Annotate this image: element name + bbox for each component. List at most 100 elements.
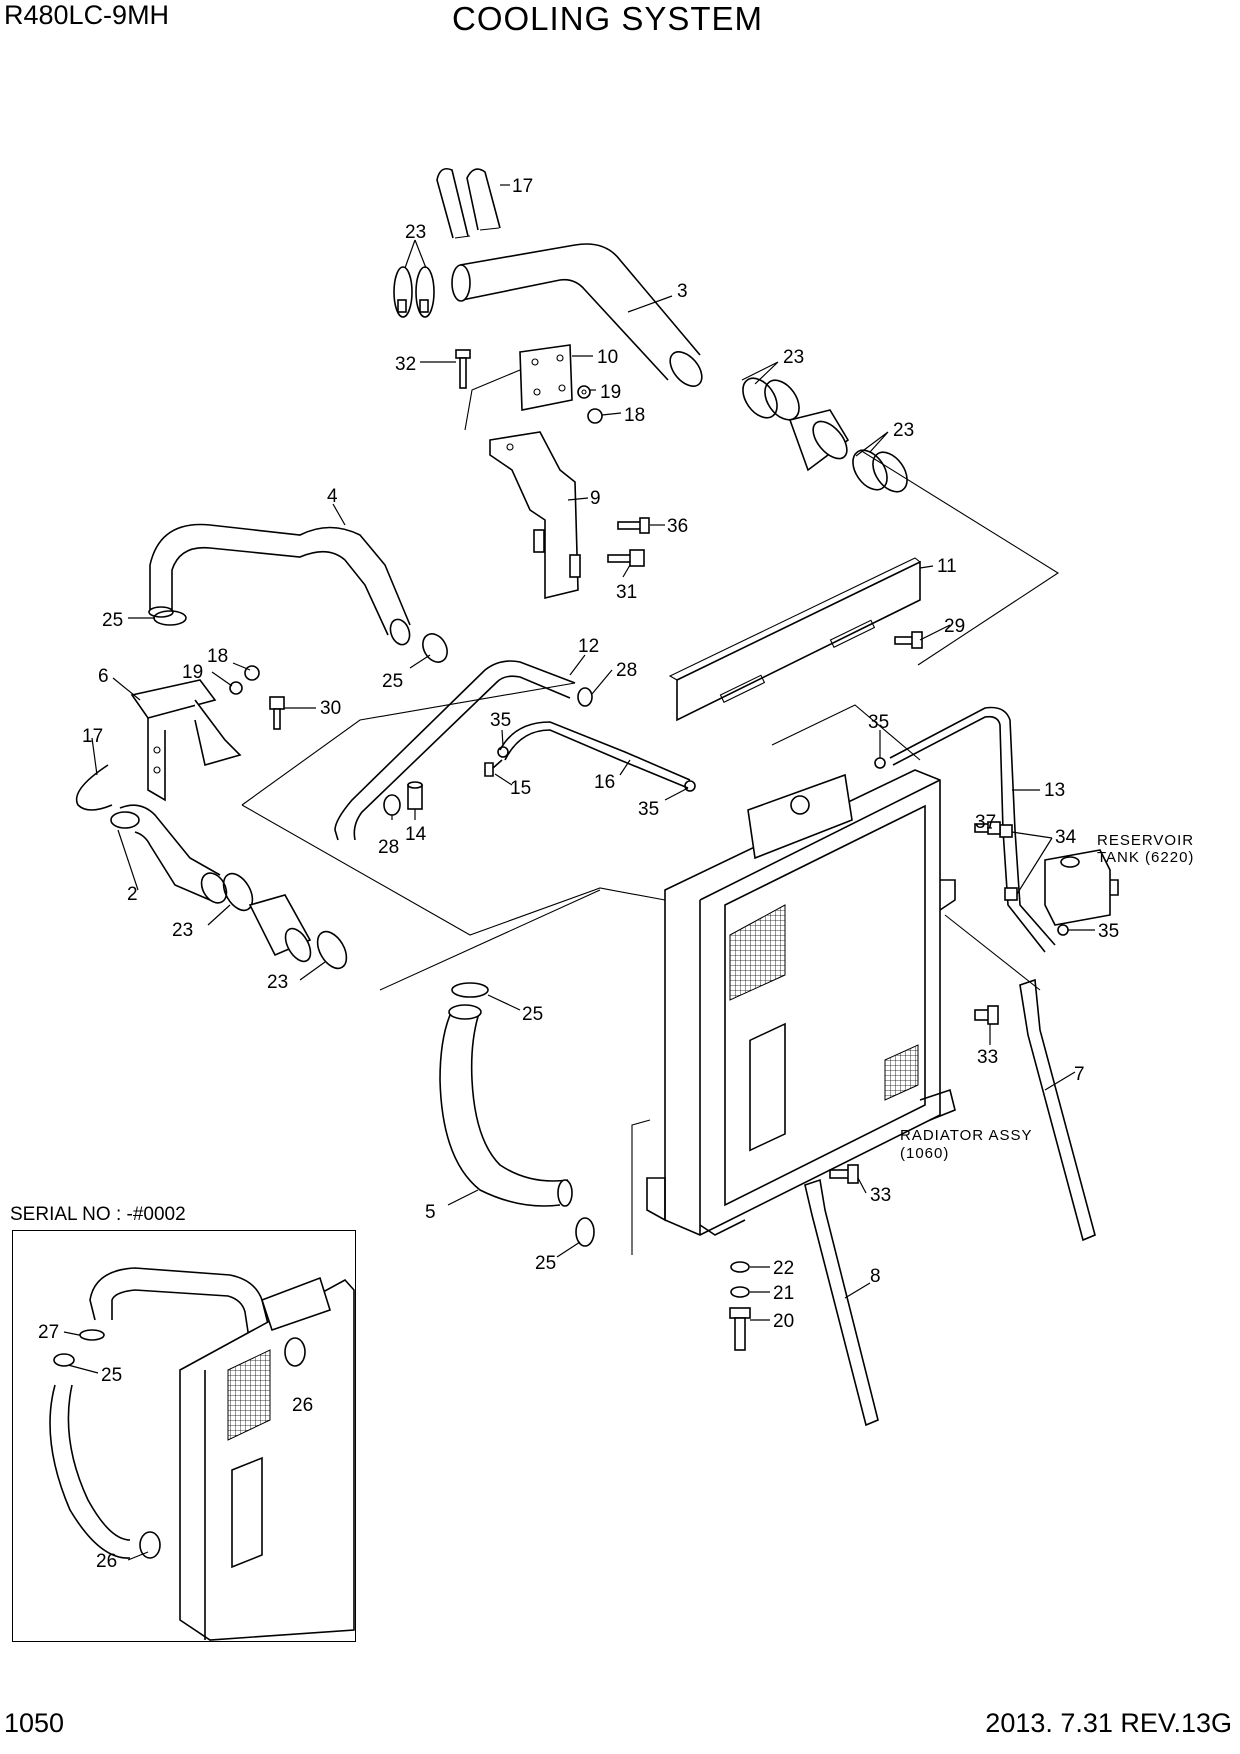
callout-11: 11 [937, 556, 957, 577]
part-5-hose [439, 1004, 573, 1207]
callout-18: 18 [207, 646, 228, 667]
callout-17: 17 [82, 726, 103, 747]
model-number: R480LC-9MH [4, 0, 170, 30]
diagram-notes: RESERVOIR TANK (6220) RADIATOR ASSY (106… [900, 832, 1194, 1162]
callout-30: 30 [320, 698, 341, 719]
callout-22: 22 [773, 1258, 794, 1279]
part-31-bolt [607, 549, 645, 567]
callout-3: 3 [677, 281, 688, 302]
part-23-clamp-d [222, 872, 254, 912]
callout-26: 26 [292, 1395, 313, 1416]
part-15-elbow [484, 759, 503, 777]
callout-7: 7 [1074, 1064, 1085, 1085]
callout-10: 10 [597, 347, 618, 368]
callout-2: 2 [127, 884, 138, 905]
callout-28: 28 [378, 837, 399, 858]
part-25-clamp-c [451, 982, 489, 998]
callout-15: 15 [510, 778, 531, 799]
hose-coupler-upper [788, 409, 850, 472]
part-4-hose [148, 523, 411, 646]
callout-18: 18 [624, 405, 645, 426]
radiator-note-line2: (1060) [900, 1145, 949, 1162]
part-6-bracket [130, 679, 242, 802]
part-23-clamps-right [852, 449, 908, 493]
part-25-clamp-d [575, 1217, 595, 1247]
assembly-outline-lines [241, 369, 1060, 1255]
callout-31: 31 [616, 582, 637, 603]
callout-16: 16 [594, 772, 615, 793]
callout-5: 5 [425, 1202, 436, 1223]
callout-32: 32 [395, 354, 416, 375]
callout-27: 27 [38, 1322, 59, 1343]
part-17-u-bolt-lower [75, 764, 113, 811]
callout-6: 6 [98, 666, 109, 687]
page-number: 1050 [4, 1708, 65, 1738]
callout-25: 25 [522, 1004, 543, 1025]
page-title: COOLING SYSTEM [452, 0, 764, 37]
part-3-intake-pipe [451, 243, 703, 387]
part-16-hose [499, 721, 691, 789]
callout-23: 23 [893, 420, 914, 441]
callout-23: 23 [267, 972, 288, 993]
callout-34: 34 [1055, 827, 1077, 848]
part-19-washer-b [229, 681, 243, 695]
part-33-bolt-b [829, 1164, 859, 1184]
part-2-pipe [110, 804, 228, 904]
hose-coupler-lower [248, 894, 312, 963]
part-17-u-bolts-upper [436, 167, 501, 239]
callout-28: 28 [616, 660, 637, 681]
part-30-bolt [269, 696, 285, 730]
callout-25: 25 [102, 610, 123, 631]
callout-13: 13 [1044, 780, 1065, 801]
part-18-nut-b [244, 665, 260, 681]
part-23-clamp-e [316, 930, 348, 970]
part-21-washer [730, 1286, 750, 1298]
callout-23: 23 [783, 347, 804, 368]
part-23-clamps-top [393, 266, 435, 318]
callout-25: 25 [535, 1253, 556, 1274]
part-25-clamp-b [422, 633, 448, 663]
callout-21: 21 [773, 1283, 794, 1304]
part-13-pipe [889, 706, 1056, 953]
part-37-bolt [974, 821, 1001, 835]
part-28-clamp-b [383, 794, 401, 816]
reservoir-note-line1: RESERVOIR [1097, 832, 1194, 849]
callout-19: 19 [600, 382, 621, 403]
part-12-hose [334, 660, 576, 841]
callout-26: 26 [96, 1551, 117, 1572]
callout-20: 20 [773, 1311, 794, 1332]
callout-35: 35 [638, 799, 659, 820]
callout-labels: 17 23 3 32 10 23 19 18 23 9 4 36 31 11 2… [38, 176, 1119, 1572]
part-11-panel [668, 557, 921, 722]
part-20-bolt [729, 1307, 751, 1351]
part-32-bolt [455, 349, 471, 389]
part-28-clamp-a [577, 687, 593, 707]
callout-25: 25 [382, 671, 403, 692]
callout-29: 29 [944, 616, 965, 637]
callout-8: 8 [870, 1266, 881, 1287]
callout-33: 33 [870, 1185, 891, 1206]
reservoir-tank [1044, 849, 1119, 926]
part-22-washer [730, 1261, 750, 1273]
callout-12: 12 [578, 636, 599, 657]
radiator-note-line1: RADIATOR ASSY [900, 1127, 1032, 1144]
callout-23: 23 [405, 222, 426, 243]
part-14-fitting [407, 781, 423, 810]
callout-37: 37 [975, 812, 996, 833]
callout-17: 17 [512, 176, 533, 197]
inset-frame [12, 1230, 356, 1642]
callout-35: 35 [490, 710, 511, 731]
callout-36: 36 [667, 516, 688, 537]
part-9-bracket [489, 431, 581, 600]
callout-4: 4 [327, 486, 338, 507]
revision-date: 2013. 7.31 REV.13G [985, 1708, 1232, 1738]
leader-lines [63, 184, 1095, 1561]
callout-14: 14 [405, 824, 427, 845]
callout-25: 25 [101, 1365, 122, 1386]
part-36-bolt [617, 517, 650, 534]
part-19-washer [577, 385, 591, 399]
part-29-bolt [894, 631, 923, 649]
part-34-clip [999, 824, 1018, 901]
callout-35: 35 [868, 712, 889, 733]
